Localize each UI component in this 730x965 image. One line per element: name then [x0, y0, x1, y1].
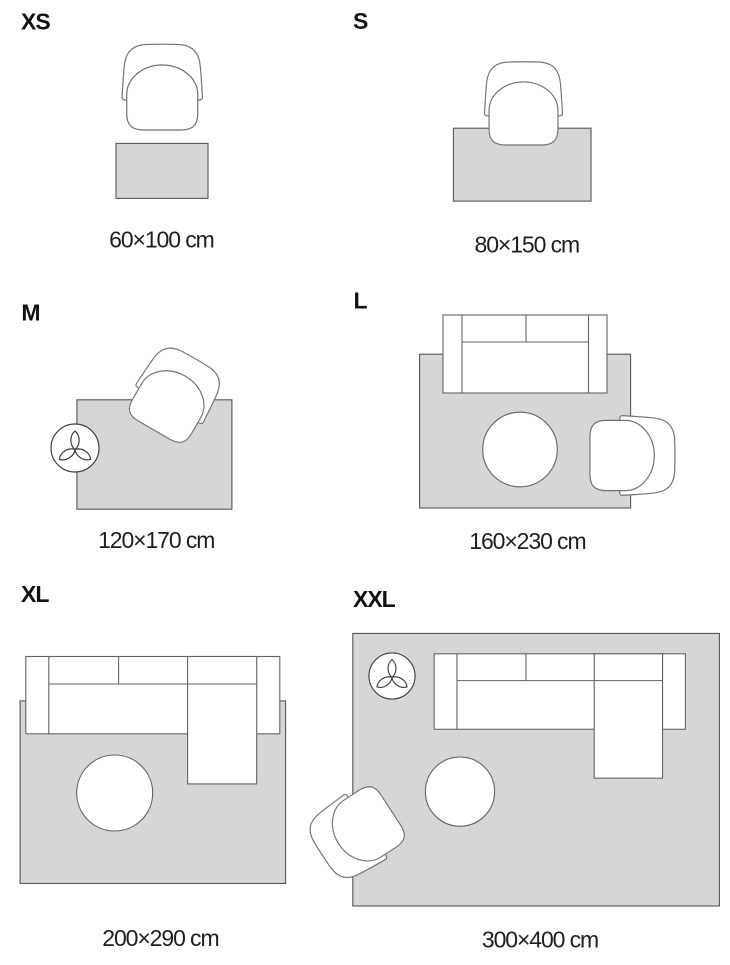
svg-text:200×290 cm: 200×290 cm [102, 925, 218, 951]
svg-text:S: S [353, 8, 368, 34]
svg-text:80×150 cm: 80×150 cm [475, 231, 580, 257]
svg-text:160×230 cm: 160×230 cm [469, 528, 585, 554]
svg-text:XS: XS [21, 9, 50, 35]
svg-text:L: L [354, 288, 368, 314]
svg-text:300×400 cm: 300×400 cm [482, 926, 598, 952]
svg-text:XL: XL [21, 581, 49, 607]
svg-text:M: M [21, 300, 39, 326]
svg-text:120×170 cm: 120×170 cm [98, 527, 214, 553]
svg-text:XXL: XXL [353, 586, 396, 612]
svg-text:60×100 cm: 60×100 cm [109, 227, 214, 253]
